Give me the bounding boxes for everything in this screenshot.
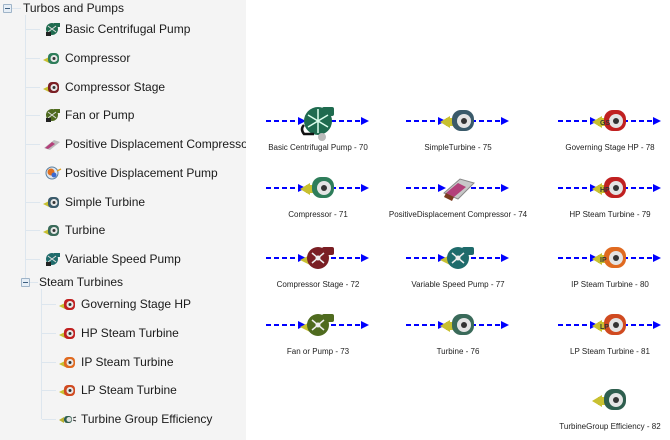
svg-text:LP: LP bbox=[600, 324, 609, 331]
ip-steam-turbine-icon bbox=[58, 354, 78, 370]
tree-connector bbox=[26, 115, 40, 116]
output-connector[interactable] bbox=[471, 253, 521, 263]
diagram-canvas[interactable]: Basic Centrifugal Pump - 70 Compressor -… bbox=[246, 0, 670, 440]
tree-connector bbox=[42, 304, 56, 305]
tree-item-label: HP Steam Turbine bbox=[81, 326, 179, 340]
tree-item-label: Compressor Stage bbox=[65, 80, 166, 94]
expand-collapse-toggle[interactable] bbox=[3, 4, 12, 13]
block-label: Basic Centrifugal Pump - 70 bbox=[268, 143, 368, 152]
input-connector[interactable] bbox=[406, 183, 460, 193]
block-label: LP Steam Turbine - 81 bbox=[570, 347, 650, 356]
input-connector[interactable] bbox=[266, 116, 320, 126]
turbine-group-efficiency-icon bbox=[58, 411, 78, 427]
tree-item-label: Fan or Pump bbox=[65, 108, 135, 122]
output-connector[interactable] bbox=[471, 183, 521, 193]
tree-connector bbox=[12, 8, 21, 9]
component-tree: Turbos and Pumps Basic Centrifugal Pump … bbox=[0, 0, 252, 440]
tree-item-label: Variable Speed Pump bbox=[65, 252, 181, 266]
tree-connector bbox=[30, 282, 38, 283]
fan-pump-icon bbox=[42, 107, 62, 123]
block-label: Compressor - 71 bbox=[288, 210, 348, 219]
tree-connector bbox=[26, 202, 40, 203]
output-connector[interactable] bbox=[623, 183, 670, 193]
tree-connector bbox=[25, 15, 26, 282]
tree-connector bbox=[26, 87, 40, 88]
block-label: Compressor Stage - 72 bbox=[276, 280, 360, 289]
hp-steam-turbine-icon bbox=[58, 325, 78, 341]
tree-item[interactable]: Turbine Group Efficiency bbox=[56, 411, 244, 427]
tree-item-label: Positive Displacement Pump bbox=[65, 166, 218, 180]
tree-item-label: Turbine Group Efficiency bbox=[81, 412, 213, 426]
block-label: Governing Stage HP - 78 bbox=[565, 143, 655, 152]
tree-connector bbox=[26, 230, 40, 231]
output-connector[interactable] bbox=[331, 116, 381, 126]
tree-item[interactable]: Governing Stage HP bbox=[56, 296, 244, 312]
svg-text:HP: HP bbox=[600, 187, 610, 194]
tree-item[interactable]: IP Steam Turbine bbox=[56, 354, 244, 370]
tree-item[interactable]: Basic Centrifugal Pump bbox=[40, 21, 245, 37]
block-label: PositiveDisplacement Compressor - 74 bbox=[388, 210, 528, 219]
tree-item[interactable]: Turbine bbox=[40, 222, 245, 238]
tree-item[interactable]: Compressor bbox=[40, 50, 245, 66]
expand-collapse-toggle[interactable] bbox=[21, 278, 30, 287]
tree-item-label: Basic Centrifugal Pump bbox=[65, 22, 191, 36]
tree-connector bbox=[41, 289, 42, 419]
tree-item-label: Simple Turbine bbox=[65, 195, 146, 209]
block-label: Turbine - 76 bbox=[436, 347, 480, 356]
tree-item[interactable]: Simple Turbine bbox=[40, 194, 245, 210]
turbine-icon bbox=[42, 222, 62, 238]
tree-item[interactable]: Compressor Stage bbox=[40, 79, 245, 95]
output-connector[interactable] bbox=[623, 116, 670, 126]
centrifugal-pump-icon bbox=[42, 21, 62, 37]
output-connector[interactable] bbox=[331, 320, 381, 330]
tree-item[interactable]: Variable Speed Pump bbox=[40, 251, 245, 267]
output-connector[interactable] bbox=[471, 116, 521, 126]
tree-connector bbox=[26, 144, 40, 145]
output-connector[interactable] bbox=[623, 253, 670, 263]
tree-connector bbox=[42, 419, 56, 420]
output-connector[interactable] bbox=[331, 183, 381, 193]
tree-item[interactable]: HP Steam Turbine bbox=[56, 325, 244, 341]
svg-text:IP: IP bbox=[600, 257, 607, 264]
tree-item[interactable]: Positive Displacement Pump bbox=[40, 165, 245, 181]
tree-connector bbox=[42, 333, 56, 334]
tree-item-label: Compressor bbox=[65, 51, 131, 65]
tree-connector bbox=[26, 29, 40, 30]
output-connector[interactable] bbox=[471, 320, 521, 330]
tree-connector bbox=[42, 390, 56, 391]
tree-connector bbox=[26, 259, 40, 260]
tree-item-label: Positive Displacement Compressor bbox=[65, 137, 252, 151]
output-connector[interactable] bbox=[331, 253, 381, 263]
lp-steam-turbine-icon bbox=[58, 382, 78, 398]
tree-item-label: Governing Stage HP bbox=[81, 297, 192, 311]
block-label: TurbineGroup Efficiency - 82 bbox=[559, 422, 661, 431]
tree-item[interactable]: Positive Displacement Compressor bbox=[40, 136, 252, 152]
simple-turbine-icon bbox=[42, 194, 62, 210]
tree-item-label: Turbine bbox=[65, 223, 106, 237]
variable-speed-pump-icon bbox=[42, 251, 62, 267]
block-label: Fan or Pump - 73 bbox=[286, 347, 350, 356]
tree-group-steam-turbines[interactable]: Steam Turbines bbox=[39, 275, 124, 289]
tree-item-label: LP Steam Turbine bbox=[81, 383, 177, 397]
block-label: SimpleTurbine - 75 bbox=[424, 143, 492, 152]
tree-connector bbox=[42, 362, 56, 363]
tree-item[interactable]: LP Steam Turbine bbox=[56, 382, 244, 398]
governing-stage-hp-icon bbox=[58, 296, 78, 312]
tree-connector bbox=[26, 58, 40, 59]
compressor-stage-icon bbox=[42, 79, 62, 95]
output-connector[interactable] bbox=[623, 320, 670, 330]
block-label: HP Steam Turbine - 79 bbox=[569, 210, 651, 219]
block-label: IP Steam Turbine - 80 bbox=[571, 280, 649, 289]
svg-text:GS: GS bbox=[600, 120, 610, 127]
tree-item-label: IP Steam Turbine bbox=[81, 355, 174, 369]
block-label: Variable Speed Pump - 77 bbox=[411, 280, 505, 289]
tree-group-turbos-and-pumps[interactable]: Turbos and Pumps bbox=[23, 1, 124, 15]
tree-connector bbox=[26, 173, 40, 174]
pd-pump-icon bbox=[42, 165, 62, 181]
pd-compressor-icon bbox=[42, 136, 62, 152]
compressor-icon bbox=[42, 50, 62, 66]
tree-item[interactable]: Fan or Pump bbox=[40, 107, 245, 123]
